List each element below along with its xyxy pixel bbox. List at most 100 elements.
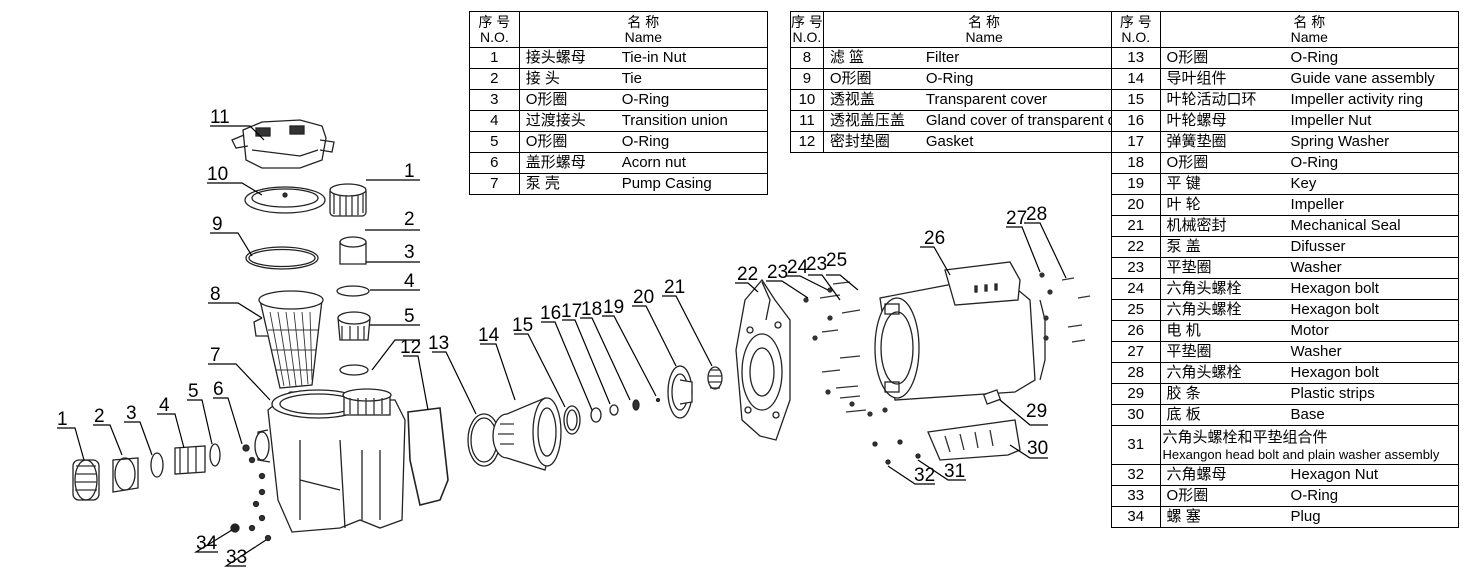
callout-5: 5: [188, 381, 199, 402]
part-number: 18: [1111, 152, 1161, 174]
table-row: 19 平 键 Key: [1111, 173, 1460, 195]
part-name-cn: O形圈: [525, 133, 568, 150]
part-name-cn: 过渡接头: [525, 112, 586, 129]
part-number: 19: [1111, 173, 1161, 195]
part-name-cn: O形圈: [829, 70, 872, 87]
callout-23: 23: [767, 262, 788, 283]
part-29-plastic-strip: [982, 389, 1002, 405]
callout-12: 12: [400, 337, 421, 358]
part-name-en: Tie: [621, 70, 642, 87]
part-number: 30: [1111, 404, 1161, 426]
part-name-cn: 叶轮活动口环: [1166, 91, 1257, 108]
part-number: 2: [469, 68, 520, 90]
part-name-en: Plastic strips: [1290, 385, 1375, 402]
callout-9: 9: [212, 214, 223, 235]
part-7-pump-casing: [254, 388, 406, 533]
callout-1b: 1: [404, 161, 415, 182]
upper-union-parts: [329, 183, 371, 376]
small-seal-parts: [563, 397, 661, 435]
part-26-motor: [874, 261, 1046, 401]
part-number: 9: [790, 68, 824, 90]
callout-31: 31: [944, 461, 965, 482]
callout-27: 27: [1006, 208, 1027, 229]
part-name-cn: O形圈: [1166, 487, 1209, 504]
part-name-en: Spring Washer: [1290, 133, 1390, 150]
callout-4b: 4: [404, 271, 415, 292]
part-number: 26: [1111, 320, 1161, 342]
part-8-filter-basket: [253, 290, 324, 389]
part-name-en: Hexagon Nut: [1290, 466, 1379, 483]
callout-20: 20: [633, 287, 654, 308]
part-name-en: Acorn nut: [621, 154, 686, 171]
part-number: 14: [1111, 68, 1161, 90]
part-number: 24: [1111, 278, 1161, 300]
part-name-en: Pump Casing: [621, 175, 712, 192]
callout-3: 3: [126, 403, 137, 424]
part-name-cn: 弹簧垫圈: [1166, 133, 1227, 150]
part-9-o-ring: [245, 246, 319, 270]
callout-11: 11: [210, 107, 230, 128]
callout-13: 13: [428, 333, 449, 354]
part-name-en: O-Ring: [925, 70, 974, 87]
part-name-en: Gasket: [925, 133, 974, 150]
part-name-en: Transition union: [621, 112, 728, 129]
bolts-23-25: [803, 281, 888, 417]
part-11-gland-cover: [231, 119, 335, 169]
part-name: 平 键 Key: [1159, 173, 1460, 195]
part-name-cn: 平 键: [1166, 175, 1201, 192]
part-number: 28: [1111, 362, 1161, 384]
part-number: 33: [1111, 485, 1161, 507]
part-20-impeller: [667, 365, 693, 419]
part-name-en: Impeller: [1290, 196, 1344, 213]
callout-numbers: 11 10 9 8 7 1 2 3 4 5 1 2 3 4 5 6 12 13 …: [57, 107, 1048, 568]
part-name-cn: 密封垫圈: [829, 133, 890, 150]
part-name-en: Motor: [1290, 322, 1329, 339]
part-number: 13: [1111, 47, 1161, 69]
part-number: 34: [1111, 506, 1161, 528]
callout-23b: 23: [806, 254, 827, 275]
lower-union-parts: [72, 443, 272, 542]
part-number: 15: [1111, 89, 1161, 111]
callout-32: 32: [914, 465, 935, 486]
part-name-en: Tie-in Nut: [621, 49, 687, 66]
part-name-en: Key: [1290, 175, 1317, 192]
callout-25: 25: [826, 250, 847, 271]
part-12-gasket: [407, 407, 449, 506]
